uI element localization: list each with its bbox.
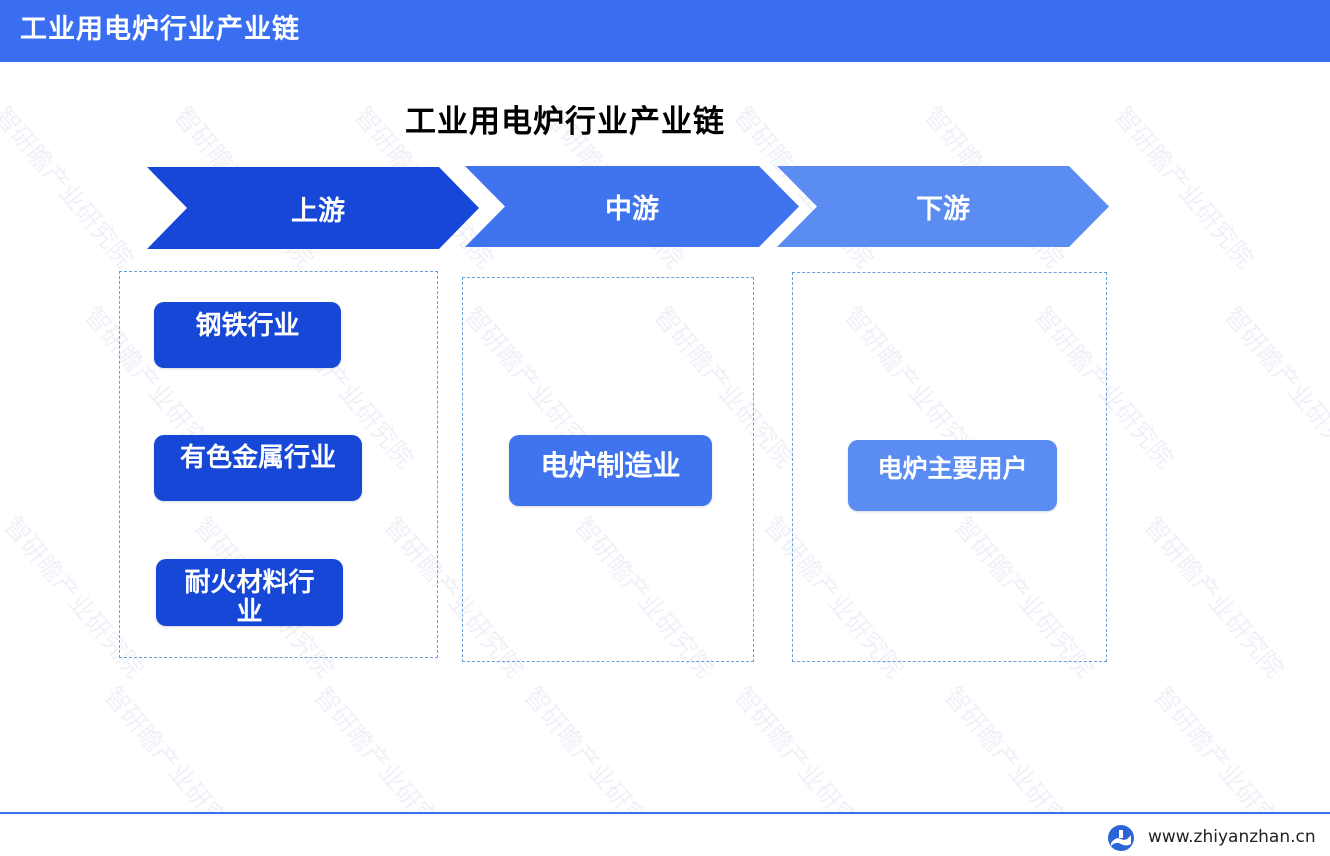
stage-label-downstream: 下游 bbox=[916, 194, 970, 225]
watermark: 智研瞻产业研究院 bbox=[308, 681, 460, 812]
watermark: 智研瞻产业研究院 bbox=[98, 681, 250, 812]
stage-upstream-chevron: 上游 bbox=[147, 167, 479, 249]
stage-label-upstream: 上游 bbox=[291, 195, 345, 227]
watermark: 智研瞻产业研究院 bbox=[518, 681, 670, 812]
footer-divider bbox=[0, 812, 1330, 814]
chevron-shape bbox=[777, 166, 1109, 247]
node-nonferrous-metal-industry: 有色金属行业 bbox=[154, 435, 362, 501]
watermark: 智研瞻产业研究院 bbox=[1218, 301, 1330, 474]
node-steel-industry: 钢铁行业 bbox=[154, 302, 341, 368]
chevron-shape bbox=[147, 167, 479, 249]
header-bar: 工业用电炉行业产业链 bbox=[0, 0, 1330, 62]
midstream-group-box bbox=[462, 277, 754, 662]
downstream-group-box bbox=[792, 272, 1107, 662]
upstream-group-box bbox=[119, 271, 438, 658]
logo-icon bbox=[1107, 824, 1135, 852]
node-electric-furnace-manufacturing: 电炉制造业 bbox=[509, 435, 712, 506]
header-title: 工业用电炉行业产业链 bbox=[20, 14, 300, 45]
chevron-shape bbox=[465, 166, 799, 247]
node-refractory-material-industry: 耐火材料行业 bbox=[156, 559, 343, 626]
watermark: 智研瞻产业研究院 bbox=[728, 681, 880, 812]
watermark: 智研瞻产业研究院 bbox=[0, 101, 140, 274]
watermark: 智研瞻产业研究院 bbox=[1148, 681, 1300, 812]
stage-midstream-chevron: 中游 bbox=[465, 166, 799, 247]
stage-downstream-chevron: 下游 bbox=[777, 166, 1109, 247]
node-main-electric-furnace-users: 电炉主要用户 bbox=[848, 440, 1057, 511]
watermark: 智研瞻产业研究院 bbox=[1138, 511, 1290, 684]
watermark: 智研瞻产业研究院 bbox=[1108, 101, 1260, 274]
diagram-title: 工业用电炉行业产业链 bbox=[405, 104, 725, 140]
footer-url: www.zhiyanzhan.cn bbox=[1148, 827, 1316, 847]
stage-label-midstream: 中游 bbox=[605, 194, 659, 225]
watermark: 智研瞻产业研究院 bbox=[938, 681, 1090, 812]
watermark: 智研瞻产业研究院 bbox=[0, 511, 150, 684]
